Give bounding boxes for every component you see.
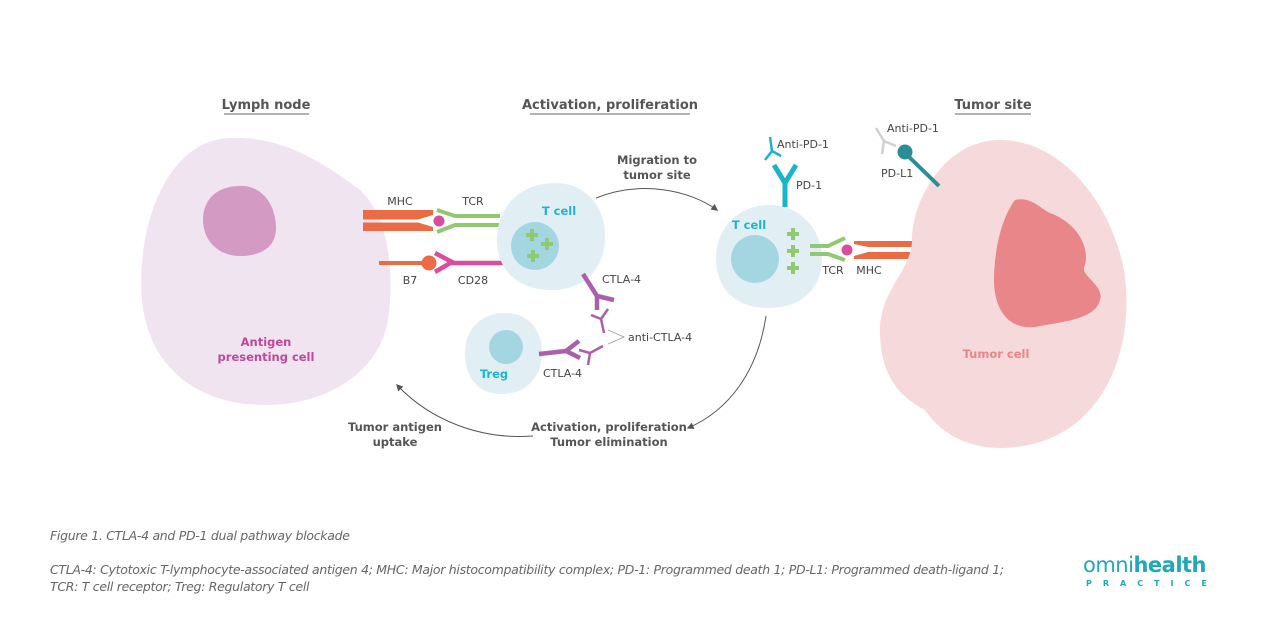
apc-label-line2: presenting cell	[218, 350, 315, 364]
cd28-receptor: CD28	[433, 251, 505, 287]
mhc-left-label: MHC	[387, 195, 413, 208]
anti-ctla4-label: anti-CTLA-4	[628, 331, 692, 344]
t-cell-left-label: T cell	[542, 204, 576, 218]
mhc-receptor-left: MHC	[363, 195, 433, 231]
activation-elim-label-line2: Tumor elimination	[550, 435, 667, 449]
treg-nucleus	[489, 330, 523, 364]
section-title-activation-text: Activation, proliferation	[522, 98, 698, 113]
tumor-label: Tumor cell	[963, 347, 1030, 361]
ctla4-treg: CTLA-4	[538, 339, 582, 380]
ctla4-tcell: CTLA-4	[581, 272, 641, 310]
tumor-cell: Tumor cell	[880, 140, 1127, 448]
figure-title: Figure 1. CTLA-4 and PD-1 dual pathway b…	[50, 528, 350, 543]
logo-brand: health	[1133, 553, 1207, 577]
anti-pd1-tumor-label: Anti-PD-1	[887, 122, 939, 135]
antigen-uptake-label-line1: Tumor antigen	[348, 420, 442, 434]
b7-label: B7	[403, 274, 418, 287]
antigen-dot-left	[433, 215, 445, 227]
t-cell-left-nucleus	[511, 222, 559, 270]
activation-elim-label-line1: Activation, proliferation	[531, 420, 687, 434]
antigen-uptake-label-line2: uptake	[373, 435, 418, 449]
antigen-dot-right	[841, 244, 853, 256]
tcr-right-label: TCR	[821, 264, 844, 277]
elimination-arrow: Activation, proliferation Tumor eliminat…	[531, 315, 767, 449]
antigen-uptake-arrow: Tumor antigen uptake	[348, 383, 534, 449]
section-title-activation: Activation, proliferation	[522, 98, 698, 115]
anti-pd1-antibody-tumor: Anti-PD-1	[874, 122, 939, 155]
section-title-lymph-node-text: Lymph node	[222, 98, 311, 113]
section-title-tumor-site-text: Tumor site	[954, 98, 1032, 113]
ctla4-tcell-label: CTLA-4	[602, 273, 641, 286]
figure-abbreviations-line2: TCR: T cell receptor; Treg: Regulatory T…	[50, 579, 310, 594]
antigen-presenting-cell: Antigen presenting cell	[141, 137, 391, 405]
ctla4-pd1-diagram: Lymph node Activation, proliferation Tum…	[141, 98, 1127, 449]
t-cell-right-label: T cell	[732, 218, 766, 232]
proliferation-plus-icons-right	[787, 228, 799, 274]
anti-ctla4-pointer: anti-CTLA-4	[607, 329, 692, 345]
t-cell-right: T cell	[716, 205, 822, 308]
t-cell-right-nucleus	[731, 235, 779, 283]
tcr-left-label: TCR	[461, 195, 484, 208]
migration-arrow: Migration to tumor site	[595, 153, 719, 211]
anti-ctla4-antibody-upper	[590, 308, 610, 334]
treg-label: Treg	[480, 367, 508, 381]
pdl1-ligand: PD-L1	[881, 144, 941, 188]
migration-label-line2: tumor site	[623, 168, 691, 182]
cd28-label: CD28	[458, 274, 488, 287]
pd1-receptor: PD-1	[771, 163, 822, 207]
pdl1-label: PD-L1	[881, 167, 913, 180]
logo-prefix: omni	[1083, 553, 1134, 577]
migration-label-line1: Migration to	[617, 153, 697, 167]
anti-pd1-tcell-label: Anti-PD-1	[777, 138, 829, 151]
mhc-receptor-right: MHC	[854, 241, 920, 277]
tcr-receptor-left: TCR	[436, 195, 500, 234]
tumor-nucleus	[994, 199, 1101, 328]
anti-pd1-antibody-tcell: Anti-PD-1	[764, 136, 829, 161]
omnihealth-practice-logo: omnihealth PRACTICE	[1083, 553, 1218, 593]
apc-label-line1: Antigen	[241, 335, 292, 349]
section-title-tumor-site: Tumor site	[954, 98, 1032, 115]
t-cell-left: T cell	[497, 183, 605, 290]
anti-ctla4-antibody-lower	[578, 344, 604, 366]
logo-subtitle: PRACTICE	[1086, 579, 1218, 588]
apc-body	[141, 137, 391, 405]
section-title-lymph-node: Lymph node	[222, 98, 311, 115]
treg-cell: Treg	[465, 313, 542, 394]
pd1-label: PD-1	[796, 179, 822, 192]
mhc-right-label: MHC	[856, 264, 882, 277]
figure-abbreviations-line1: CTLA-4: Cytotoxic T-lymphocyte-associate…	[50, 562, 1004, 577]
apc-nucleus	[203, 185, 276, 256]
proliferation-plus-icons-left	[526, 229, 553, 262]
ctla4-treg-label: CTLA-4	[543, 367, 582, 380]
logo-wordmark: omnihealth	[1083, 553, 1207, 577]
b7-ligand: B7	[379, 255, 437, 287]
tcr-receptor-right: TCR	[810, 236, 846, 277]
